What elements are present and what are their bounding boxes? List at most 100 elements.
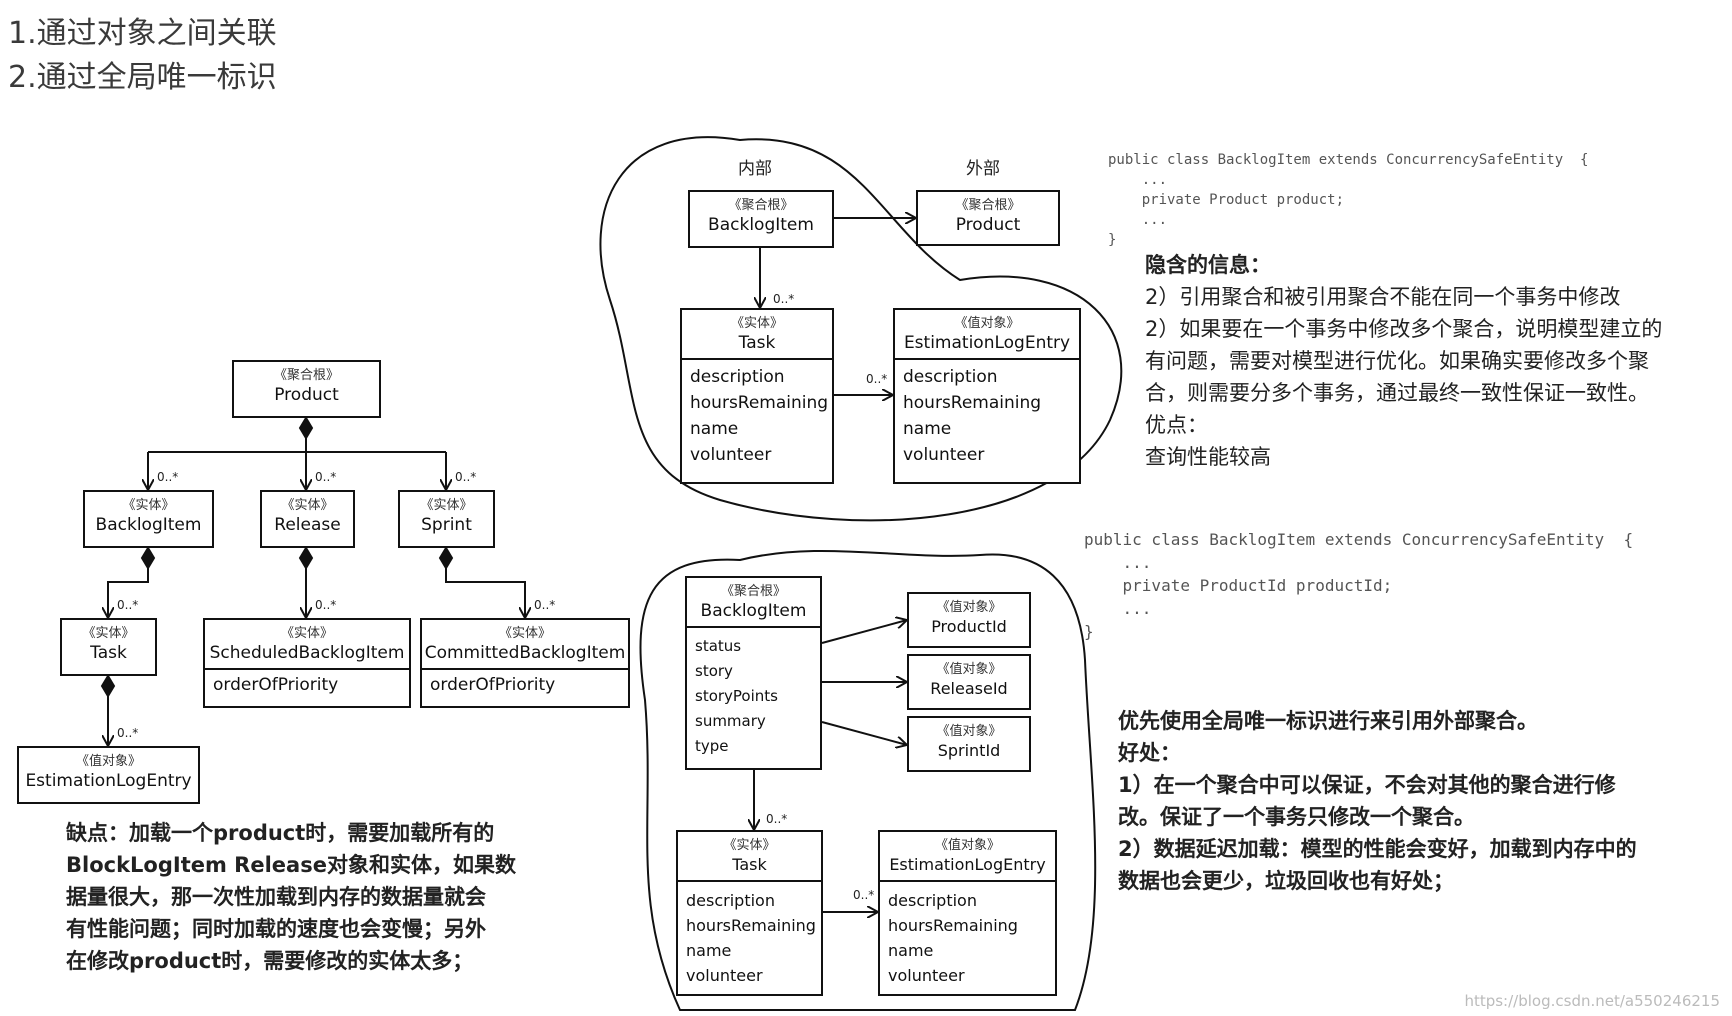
attribute: description bbox=[903, 367, 998, 387]
code-line: } bbox=[1108, 232, 1117, 248]
multiplicity-label: 0..* bbox=[315, 598, 337, 612]
attribute: volunteer bbox=[903, 445, 985, 465]
composition-diamond bbox=[298, 416, 314, 440]
attribute: hoursRemaining bbox=[686, 916, 816, 935]
attribute: storyPoints bbox=[695, 687, 778, 705]
stereotype: 《实体》 bbox=[281, 498, 334, 513]
stereotype: 《实体》 bbox=[82, 626, 135, 641]
multiplicity-label: 0..* bbox=[534, 598, 556, 612]
code-line: ... bbox=[1084, 553, 1152, 572]
attribute: name bbox=[888, 941, 934, 960]
note-line: 2）引用聚合和被引用聚合不能在同一个事务中修改 bbox=[1145, 285, 1621, 309]
note-line: 2）如果要在一个事务中修改多个聚合，说明模型建立的 bbox=[1145, 317, 1663, 341]
class-task: 《实体》 Task bbox=[60, 618, 157, 676]
stereotype: 《实体》 bbox=[723, 838, 776, 853]
attribute: story bbox=[695, 662, 733, 680]
attribute: hoursRemaining bbox=[690, 393, 829, 413]
class-name: BacklogItem bbox=[95, 515, 202, 535]
class-backlog-item-bottom: 《聚合根》BacklogItem status story storyPoint… bbox=[685, 576, 822, 770]
code-snippet-bottom: public class BacklogItem extends Concurr… bbox=[1084, 528, 1633, 643]
aggregate-boundary-top bbox=[599, 136, 1123, 522]
class-name: CommittedBacklogItem bbox=[424, 643, 626, 663]
stereotype: 《聚合根》 bbox=[955, 198, 1021, 213]
stereotype: 《实体》 bbox=[730, 316, 783, 331]
attribute: orderOfPriority bbox=[430, 675, 556, 695]
class-product: 《聚合根》Product bbox=[232, 360, 381, 418]
class-task-bottom: 《实体》Task description hoursRemaining name… bbox=[676, 830, 823, 996]
attribute: volunteer bbox=[686, 966, 763, 985]
stereotype: 《值对象》 bbox=[936, 600, 1002, 615]
composition-diamond bbox=[298, 546, 314, 570]
class-backlog-item-root: 《聚合根》BacklogItem bbox=[688, 190, 834, 248]
code-line: private Product product; bbox=[1108, 192, 1345, 208]
attribute: description bbox=[690, 367, 785, 387]
class-name: SprintId bbox=[937, 741, 1001, 760]
note-line: 1）在一个聚合中可以保证，不会对其他的聚合进行修 bbox=[1118, 773, 1616, 797]
class-task-top: 《实体》Task description hoursRemaining name… bbox=[680, 308, 834, 484]
attribute: status bbox=[695, 637, 742, 655]
code-line: private ProductId productId; bbox=[1084, 576, 1393, 595]
note-line: 有问题，需要对模型进行优化。如果确实要修改多个聚 bbox=[1145, 349, 1649, 373]
stereotype: 《值对象》 bbox=[954, 316, 1020, 331]
note-line: 据量很大，那一次性加载到内存的数据量就会 bbox=[66, 885, 486, 909]
class-name: BacklogItem bbox=[700, 601, 807, 621]
top-diagram-links bbox=[760, 218, 916, 395]
watermark: https://blog.csdn.net/a550246215 bbox=[1464, 992, 1720, 1010]
multiplicity-label: 0..* bbox=[853, 888, 875, 902]
code-line: public class BacklogItem extends Concurr… bbox=[1108, 152, 1589, 168]
multiplicity-label: 0..* bbox=[773, 292, 795, 306]
heading-1: 1.通过对象之间关联 bbox=[8, 16, 277, 51]
multiplicity-label: 0..* bbox=[315, 470, 337, 484]
stereotype: 《值对象》 bbox=[75, 754, 141, 769]
note-line: 缺点：加载一个product时，需要加载所有的 bbox=[66, 821, 495, 845]
note-line: 优先使用全局唯一标识进行来引用外部聚合。 bbox=[1118, 709, 1538, 733]
inner-label: 内部 bbox=[738, 159, 772, 179]
note-left: 缺点：加载一个product时，需要加载所有的 BlockLogItem Rel… bbox=[66, 817, 516, 977]
bottom-diagram-links bbox=[754, 620, 907, 912]
composition-diamond bbox=[438, 546, 454, 570]
note-line: 2）数据延迟加载：模型的性能会变好，加载到内存中的 bbox=[1118, 837, 1637, 861]
code-line: } bbox=[1084, 622, 1094, 641]
code-line: ... bbox=[1108, 212, 1168, 228]
attribute: name bbox=[903, 419, 952, 439]
note-line: 合，则需要分多个事务，通过最终一致性保证一致性。 bbox=[1145, 381, 1649, 405]
composition-diamond bbox=[100, 674, 116, 698]
aggregate-boundary-bottom bbox=[639, 549, 1097, 1011]
class-committed-backlog-item: 《实体》 CommittedBacklogItem orderOfPriority bbox=[420, 618, 630, 708]
stereotype: 《聚合根》 bbox=[728, 198, 794, 213]
attribute: type bbox=[695, 737, 729, 755]
class-product-root: 《聚合根》Product bbox=[916, 190, 1060, 246]
left-diagram-links bbox=[100, 416, 525, 746]
code-line: ... bbox=[1084, 599, 1152, 618]
attribute: orderOfPriority bbox=[213, 675, 339, 695]
code-snippet-top: public class BacklogItem extends Concurr… bbox=[1108, 150, 1588, 250]
class-name: EstimationLogEntry bbox=[25, 771, 192, 791]
class-estimation-top: 《值对象》EstimationLogEntry description hour… bbox=[893, 308, 1081, 484]
class-name: Task bbox=[90, 643, 127, 663]
multiplicity-label: 0..* bbox=[157, 470, 179, 484]
attribute: name bbox=[686, 941, 732, 960]
class-name: Task bbox=[732, 855, 767, 874]
note-line: 有性能问题；同时加载的速度也会变慢；另外 bbox=[66, 917, 486, 941]
class-product-id: 《值对象》 ProductId bbox=[907, 592, 1031, 648]
note-line: 好处： bbox=[1118, 741, 1181, 765]
attribute: name bbox=[690, 419, 739, 439]
note-title: 隐含的信息： bbox=[1145, 253, 1271, 277]
class-name: ProductId bbox=[931, 617, 1007, 636]
class-sprint-id: 《值对象》SprintId bbox=[907, 716, 1031, 772]
multiplicity-label: 0..* bbox=[766, 812, 788, 826]
note-top: 隐含的信息： 2）引用聚合和被引用聚合不能在同一个事务中修改 2）如果要在一个事… bbox=[1145, 249, 1662, 473]
multiplicity-label: 0..* bbox=[117, 726, 139, 740]
attribute: hoursRemaining bbox=[903, 393, 1042, 413]
stereotype: 《实体》 bbox=[498, 626, 551, 641]
stereotype: 《实体》 bbox=[280, 626, 333, 641]
note-line: 在修改product时，需要修改的实体太多； bbox=[66, 949, 474, 973]
note-line: BlockLogItem Release对象和实体，如果数 bbox=[66, 853, 516, 877]
code-line: public class BacklogItem extends Concurr… bbox=[1084, 530, 1634, 549]
note-line: 查询性能较高 bbox=[1145, 445, 1271, 469]
class-sprint: 《实体》Sprint bbox=[398, 490, 495, 548]
outer-label: 外部 bbox=[966, 159, 1000, 179]
attribute: description bbox=[888, 891, 977, 910]
